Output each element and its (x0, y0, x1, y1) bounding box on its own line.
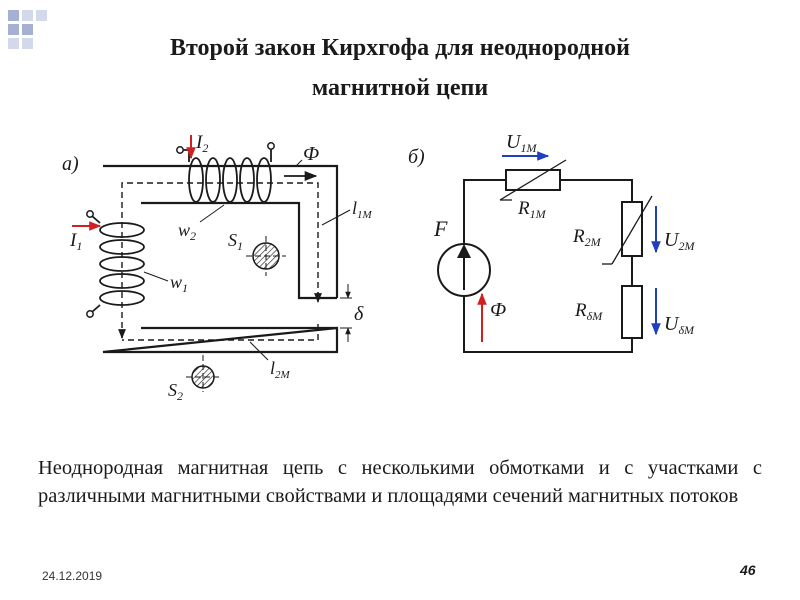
label-UdM: UδM (664, 313, 695, 337)
label-w2: w2 (178, 220, 196, 243)
core-diagram: а) δ I2 Ф (62, 132, 373, 403)
label-S2: S2 (168, 380, 183, 403)
terminal (86, 310, 94, 318)
coil-w1 (91, 215, 145, 313)
label-w1: w1 (170, 272, 188, 295)
label-R1M: R1M (517, 198, 547, 221)
label-F: F (433, 216, 448, 241)
body-text: Неоднородная магнитная цепь с нескольким… (38, 457, 762, 507)
resistor-RdM (621, 285, 643, 339)
corner-decoration (0, 0, 62, 52)
label-a: а) (62, 153, 79, 175)
label-RdM: RδM (574, 300, 603, 323)
label-l2M: l2M (270, 358, 291, 381)
title-line-1: Второй закон Кирхгофа для неоднородной (170, 35, 630, 61)
label-b: б) (408, 146, 425, 168)
label-I1: I1 (69, 230, 82, 253)
equivalent-circuit: б) U1M R1M R2M U2M RδM UδM F Ф (408, 131, 695, 353)
page-number: 46 (740, 562, 756, 578)
label-S1: S1 (228, 230, 243, 253)
mean-flux-path-bottom (122, 324, 319, 341)
coil-w2 (182, 148, 272, 203)
terminal (176, 146, 184, 154)
mean-flux-path (121, 182, 319, 338)
label-U2M: U2M (664, 229, 695, 253)
label-I2: I2 (195, 132, 208, 155)
magnetic-circuit-diagram: а) δ I2 Ф (62, 131, 695, 403)
terminal (86, 210, 94, 218)
label-R2M: R2M (572, 226, 602, 249)
label-U1M: U1M (506, 131, 537, 155)
flux-label-a: Ф (303, 143, 319, 165)
core-inner (141, 201, 337, 330)
label-l1M: l1M (352, 198, 373, 221)
title-line-2: магнитной цепи (311, 75, 489, 101)
delta-label: δ (354, 303, 364, 325)
circuit-wires (463, 179, 633, 353)
slide-title: Второй закон Кирхгофа для неоднородной м… (0, 28, 800, 108)
terminal (267, 142, 275, 150)
footer-date: 24.12.2019 (42, 569, 103, 583)
flux-label-b: Ф (490, 299, 506, 321)
